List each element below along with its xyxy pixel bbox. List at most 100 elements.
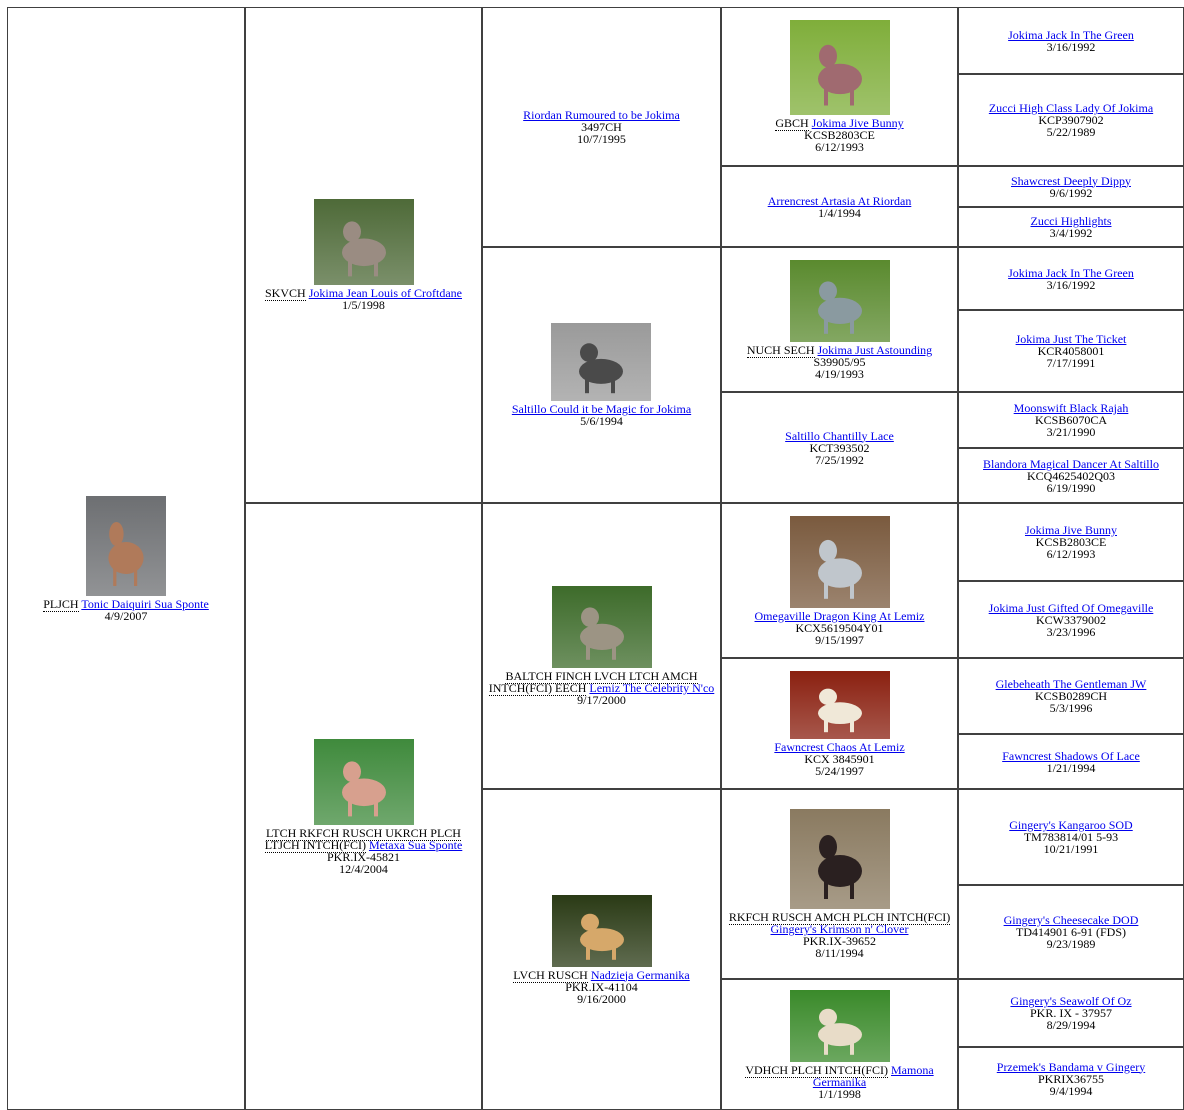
dog-name-link[interactable]: Nadzieja Germanika <box>590 967 690 982</box>
dog-name-line: Zucci High Class Lady Of Jokima <box>989 102 1153 114</box>
dog-photo-jean-louis[interactable] <box>313 199 414 285</box>
dog-photo-mamona[interactable] <box>789 989 890 1062</box>
dog-photo-tonic[interactable] <box>86 495 166 596</box>
dog-name-link[interactable]: Jokima Just Gifted Of Omegaville <box>988 600 1154 615</box>
dog-photo-jive-bunny[interactable] <box>789 20 890 115</box>
registration-number: PKR.IX-41104 <box>565 979 638 994</box>
dog-name-line: Shawcrest Deeply Dippy <box>1011 175 1131 187</box>
registration-number: KCSB6070CA <box>1034 413 1108 427</box>
dog-title-abbr[interactable]: GBCH <box>775 116 809 131</box>
dog-name-link[interactable]: Gingery's Kangaroo SOD <box>1009 818 1133 832</box>
dog-name-link[interactable]: Gingery's Cheesecake DOD <box>1003 913 1139 927</box>
dog-name-line: Glebeheath The Gentleman JW <box>996 678 1147 690</box>
birth-date: 1/21/1994 <box>1046 760 1096 775</box>
dog-photo-dragon-king[interactable] <box>789 515 890 608</box>
dog-name-link[interactable]: Riordan Rumoured to be Jokima <box>523 108 680 122</box>
dog-name-link[interactable]: Metaxa Sua Sponte <box>368 837 463 852</box>
dog-name-line: Gingery's Kangaroo SOD <box>1009 819 1132 831</box>
dog-name-link[interactable]: Mamona Germanika <box>812 1062 934 1089</box>
dog-name-link[interactable]: Jokima Jive Bunny <box>1025 523 1117 537</box>
dog-name-line: Arrencrest Artasia At Riordan <box>768 195 912 207</box>
dog-name-link[interactable]: Glebeheath The Gentleman JW <box>995 677 1147 691</box>
dog-name-link[interactable]: Gingery's Krimson n' Clover <box>770 922 909 936</box>
dog-name-link[interactable]: Fawncrest Chaos At Lemiz <box>774 739 905 754</box>
registration-number: PKR. IX - 37957 <box>1029 1006 1112 1020</box>
birth-date: 6/12/1993 <box>1046 547 1096 561</box>
dog-name-link[interactable]: Jokima Jive Bunny <box>811 116 904 130</box>
dog-name-link[interactable]: Jokima Just Astounding <box>817 342 933 357</box>
dog-name-link[interactable]: Jokima Jack In The Green <box>1008 265 1134 280</box>
dog-name-link[interactable]: Arrencrest Artasia At Riordan <box>767 193 912 208</box>
dog-photo-just-astounding[interactable] <box>789 259 890 342</box>
registration-number: KCX5619504Y01 <box>795 620 884 635</box>
dog-title-abbr[interactable]: RKFCH RUSCH AMCH PLCH INTCH(FCI) <box>728 910 951 925</box>
dog-name-link[interactable]: Saltillo Chantilly Lace <box>785 428 894 443</box>
birth-date: 1/1/1998 <box>818 1086 861 1101</box>
registration-number: PKR.IX-39652 <box>802 934 876 948</box>
birth-date: 8/11/1994 <box>815 946 864 960</box>
registration-number: TM783814/01 5-93 <box>1023 830 1119 844</box>
birth-date: 9/17/2000 <box>577 693 626 707</box>
dog-title-abbr[interactable]: LTCH RKFCH RUSCH UKRCH PLCH LTJCH INTCH(… <box>264 825 461 853</box>
dog-name-line: RKFCH RUSCH AMCH PLCH INTCH(FCI) Gingery… <box>726 910 953 936</box>
birth-date: 10/7/1995 <box>577 132 626 146</box>
dog-title-abbr[interactable]: VDHCH PLCH INTCH(FCI) <box>745 1062 888 1078</box>
dog-name-link[interactable]: Tonic Daiquiri Sua Sponte <box>81 596 209 611</box>
dog-name-link[interactable]: Gingery's Seawolf Of Oz <box>1010 994 1132 1008</box>
birth-date: 5/24/1997 <box>815 763 864 778</box>
birth-date: 9/16/2000 <box>577 991 626 1006</box>
dog-name-line: Jokima Just The Ticket <box>1016 333 1127 345</box>
dog-photo-fawncrest-chaos[interactable] <box>789 670 890 739</box>
dog-name-link[interactable]: Jokima Jack In The Green <box>1008 27 1134 42</box>
dog-title-abbr[interactable]: BALTCH FINCH LVCH LTCH AMCH INTCH(FCI) E… <box>488 669 698 696</box>
dog-name-link[interactable]: Jokima Jean Louis of Croftdane <box>308 286 462 300</box>
dog-name-link[interactable]: Saltillo Could it be Magic for Jokima <box>511 402 692 416</box>
dog-name-link[interactable]: Zucci High Class Lady Of Jokima <box>988 101 1154 115</box>
dog-name-link[interactable]: Zucci Highlights <box>1030 214 1112 228</box>
dog-title-abbr[interactable]: LVCH RUSCH <box>513 967 588 983</box>
dog-photo-nadzieja[interactable] <box>551 894 652 967</box>
dog-photo-krimson[interactable] <box>789 809 890 909</box>
birth-date: 3/23/1996 <box>1046 624 1096 639</box>
dog-title-abbr[interactable]: SKVCH <box>265 286 306 301</box>
dog-name-link[interactable]: Omegaville Dragon King At Lemiz <box>754 608 925 623</box>
dog-photo-saltillo-magic[interactable] <box>551 323 652 401</box>
dog-name-line: VDHCH PLCH INTCH(FCI) Mamona Germanika <box>726 1062 953 1089</box>
birth-date: 3/16/1992 <box>1046 39 1096 54</box>
dog-name-line: Omegaville Dragon King At Lemiz <box>755 610 925 622</box>
dog-name-link[interactable]: Moonswift Black Rajah <box>1013 401 1129 415</box>
dog-name-link[interactable]: Fawncrest Shadows Of Lace <box>1002 748 1140 763</box>
registration-number: S39905/95 <box>813 354 866 369</box>
dog-photo-lemiz[interactable] <box>551 586 652 668</box>
dog-name-link[interactable]: Lemiz The Celebrity N'co <box>589 681 715 695</box>
dog-title-abbr[interactable]: PLJCH <box>43 596 79 612</box>
dog-photo-metaxa[interactable] <box>313 738 414 825</box>
dog-name-line: Saltillo Chantilly Lace <box>785 430 894 442</box>
dog-name-line: Przemek's Bandama v Gingery <box>997 1061 1145 1073</box>
registration-number: KCP3907902 <box>1038 113 1104 127</box>
dog-name-line: SKVCH Jokima Jean Louis of Croftdane <box>265 286 462 301</box>
dog-name-line: Fawncrest Shadows Of Lace <box>1002 750 1140 762</box>
registration-number: KCX 3845901 <box>804 751 875 766</box>
dog-name-link[interactable]: Jokima Just The Ticket <box>1015 332 1127 346</box>
birth-date: 5/22/1989 <box>1046 125 1096 139</box>
dog-name-link[interactable]: Shawcrest Deeply Dippy <box>1011 173 1131 188</box>
dog-name-line: Zucci Highlights <box>1031 215 1112 227</box>
dog-title-abbr[interactable]: NUCH SECH <box>746 342 815 358</box>
dog-name-link[interactable]: Przemek's Bandama v Gingery <box>996 1059 1146 1074</box>
dog-name-link[interactable]: Blandora Magical Dancer At Saltillo <box>983 456 1159 471</box>
birth-date: 7/25/1992 <box>815 452 864 467</box>
birth-date: 1/4/1994 <box>818 205 861 220</box>
